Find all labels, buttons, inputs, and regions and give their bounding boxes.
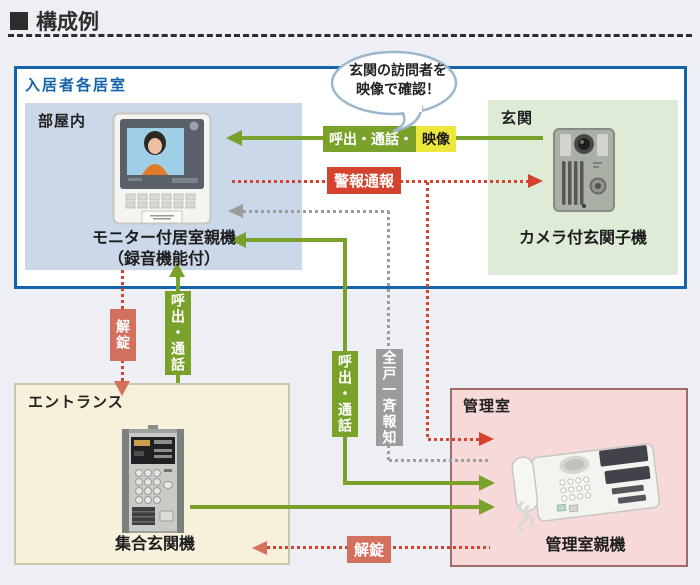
broadcast-line-top [243,210,389,213]
call-talk-up-label: 呼出・通話 [165,291,191,375]
video-highlight-label: 映像 [416,126,456,152]
office-master-device-image [511,443,661,534]
call-talk-office-line-top [246,238,347,242]
page-title: 構成例 [10,6,99,36]
call-talk-video-arrowhead-icon [226,130,242,146]
door-camera-device-image [553,128,615,212]
door-zone-label: 玄関 [501,110,534,127]
alarm-arrowhead-door-icon [528,174,543,188]
speech-bubble [330,50,458,133]
alarm-label: 警報通報 [327,167,402,194]
speech-bubble-line2: 映像で確認！ [356,81,440,97]
office-device-label: 管理室親機 [545,537,626,554]
call-talk-office-arrowhead-office-icon [479,475,495,491]
room-device-label-line1: モニター付居室親機 [91,230,236,247]
entrance-panel-device-image [122,425,184,533]
call-talk-office-line-bottom [345,481,480,485]
call-talk-up-arrowhead-icon [169,262,185,277]
room-zone-label: 部屋内 [38,113,87,130]
residence-zone-label: 入居者各居室 [25,77,128,94]
room-device-label-line2: （録音機能付） [107,251,220,268]
broadcast-label: 全戸一斉報知 [376,349,403,446]
speech-bubble-text: 玄関の訪問者を 映像で確認！ [336,61,460,99]
page-title-text: 構成例 [36,11,99,34]
entrance-office-arrowhead-icon [479,499,495,515]
broadcast-line-vertical [387,211,390,461]
call-talk-office-label: 呼出・通話 [332,351,358,437]
room-device-label: モニター付居室親機 （録音機能付） [27,228,301,270]
speech-bubble-line1: 玄関の訪問者を [349,62,447,78]
room-monitor-device-image [112,112,212,225]
door-device-label: カメラ付玄関子機 [518,230,647,247]
unlock-office-label: 解錠 [347,536,392,563]
entrance-office-line [190,505,480,509]
unlock-office-arrowhead-icon [252,541,267,555]
call-talk-office-arrowhead-room-icon [230,232,246,248]
entrance-device-label: 集合玄関機 [114,536,195,553]
alarm-arrowhead-office-icon [479,432,494,446]
unlock-room-label: 解錠 [110,309,136,361]
broadcast-line-bottom [389,459,490,462]
office-zone-label: 管理室 [463,398,512,415]
alarm-branch-vertical [426,182,429,440]
unlock-room-arrowhead-icon [114,381,130,396]
title-divider [8,34,692,37]
entrance-zone-label: エントランス [28,394,124,411]
alarm-branch-horizontal [428,438,480,441]
broadcast-arrowhead-icon [228,204,243,218]
title-square-icon [10,12,28,30]
